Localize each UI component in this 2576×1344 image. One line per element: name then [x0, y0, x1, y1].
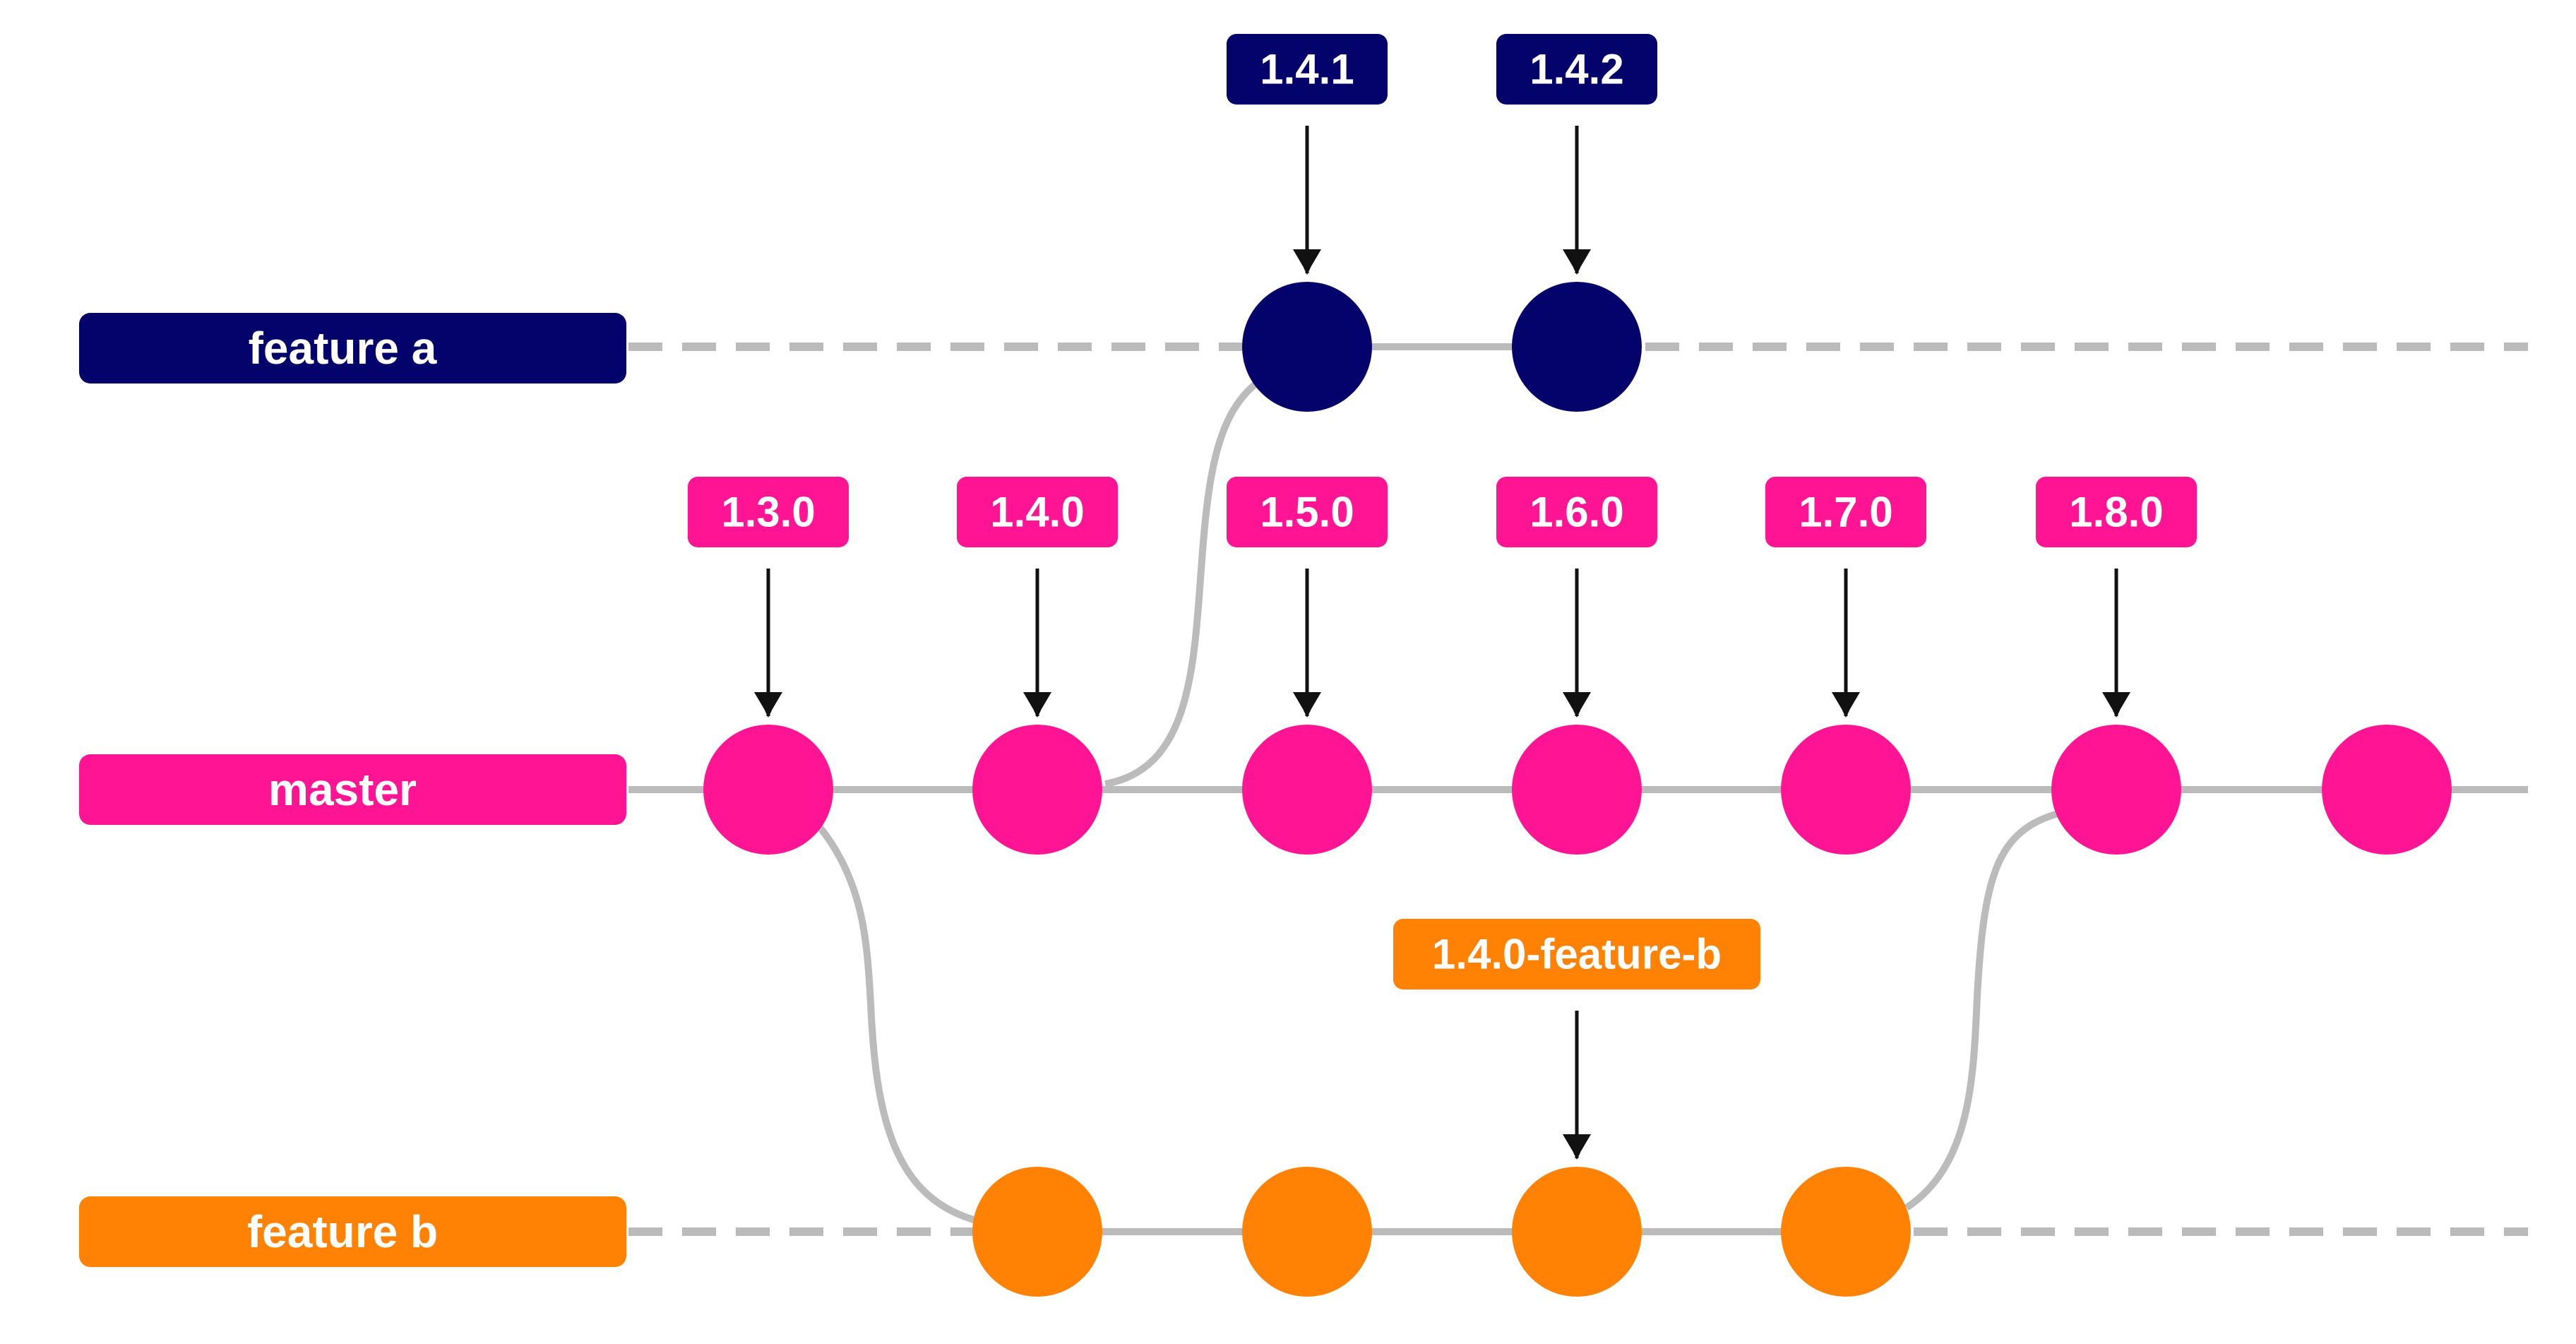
branch-label-feature-a-box: [79, 313, 626, 383]
tag-box: [2036, 477, 2197, 547]
branch-label-feature-a-text: feature a: [249, 323, 437, 374]
master-commit: [703, 725, 833, 855]
tag-arrowhead: [1293, 692, 1321, 716]
tag-box: [957, 477, 1118, 547]
tag-1.8.0: 1.8.0: [2036, 477, 2197, 718]
feature-b-commit: [972, 1167, 1102, 1297]
tag-arrowhead: [754, 692, 782, 716]
tag-box: [1227, 34, 1388, 105]
tag-label: 1.4.2: [1530, 46, 1623, 93]
tag-1.7.0: 1.7.0: [1765, 477, 1926, 718]
tag-1.4.0: 1.4.0: [957, 477, 1118, 718]
branch-label-feature-b-box: [79, 1196, 626, 1267]
master-to-feature-b-connector: [816, 823, 983, 1225]
branch-connectors: [816, 374, 2070, 1225]
feature-a-commit: [1242, 282, 1372, 412]
master-commit: [1781, 725, 1911, 855]
tag-label: 1.7.0: [1799, 489, 1892, 536]
tag-label: 1.4.0-feature-b: [1432, 931, 1722, 978]
feature-b-to-master-connector: [1904, 807, 2070, 1211]
tag-1.4.0-feature-b: 1.4.0-feature-b: [1393, 919, 1760, 1160]
tag-box: [1496, 34, 1657, 105]
master-commit: [1242, 725, 1372, 855]
tag-arrowhead: [1023, 692, 1051, 716]
tag-1.5.0: 1.5.0: [1227, 477, 1388, 718]
tag-1.6.0: 1.6.0: [1496, 477, 1657, 718]
branch-label-feature-a: feature a: [79, 313, 626, 383]
tag-label: 1.8.0: [2069, 489, 2163, 536]
tag-arrowhead: [2102, 692, 2130, 716]
branch-label-feature-b: feature b: [79, 1196, 626, 1267]
tag-box: [1393, 919, 1760, 989]
tag-label: 1.4.1: [1260, 46, 1354, 93]
master-commit: [1512, 725, 1642, 855]
tag-label: 1.3.0: [721, 489, 815, 536]
tag-arrowhead: [1293, 249, 1321, 273]
master-commit: [2322, 725, 2452, 855]
tag-box: [1765, 477, 1926, 547]
tag-arrowhead: [1832, 692, 1860, 716]
tag-box: [1227, 477, 1388, 547]
master-commit: [2051, 725, 2181, 855]
feature-b-tags: 1.4.0-feature-b: [1393, 919, 1760, 1160]
master-commits: [703, 725, 2452, 855]
branch-label-master-text: master: [268, 764, 417, 815]
tag-arrowhead: [1563, 692, 1591, 716]
tag-1.3.0: 1.3.0: [688, 477, 849, 718]
feature-b-commit: [1781, 1167, 1911, 1297]
feature-b-commit: [1242, 1167, 1372, 1297]
tag-arrowhead: [1563, 1134, 1591, 1158]
feature-a-tags: 1.4.1 1.4.2: [1227, 34, 1657, 275]
master-to-feature-a-connector: [1104, 374, 1266, 787]
feature-a-commits: [1242, 282, 1642, 412]
tag-arrowhead: [1563, 249, 1591, 273]
feature-b-commit: [1512, 1167, 1642, 1297]
branch-label-master: master: [79, 754, 626, 825]
tag-label: 1.5.0: [1260, 489, 1354, 536]
branch-label-feature-b-text: feature b: [247, 1206, 438, 1257]
tag-box: [1496, 477, 1657, 547]
branch-label-master-box: [79, 754, 626, 825]
tag-1.4.1: 1.4.1: [1227, 34, 1388, 275]
feature-a-commit: [1512, 282, 1642, 412]
master-commit: [972, 725, 1102, 855]
tag-box: [688, 477, 849, 547]
master-tags: 1.3.0 1.4.0 1.5.0 1.6.0 1.7.0 1.8.0: [688, 477, 2197, 718]
feature-b-commits: [972, 1167, 1911, 1297]
tag-label: 1.6.0: [1530, 489, 1623, 536]
tag-label: 1.4.0: [990, 489, 1084, 536]
tag-1.4.2: 1.4.2: [1496, 34, 1657, 275]
